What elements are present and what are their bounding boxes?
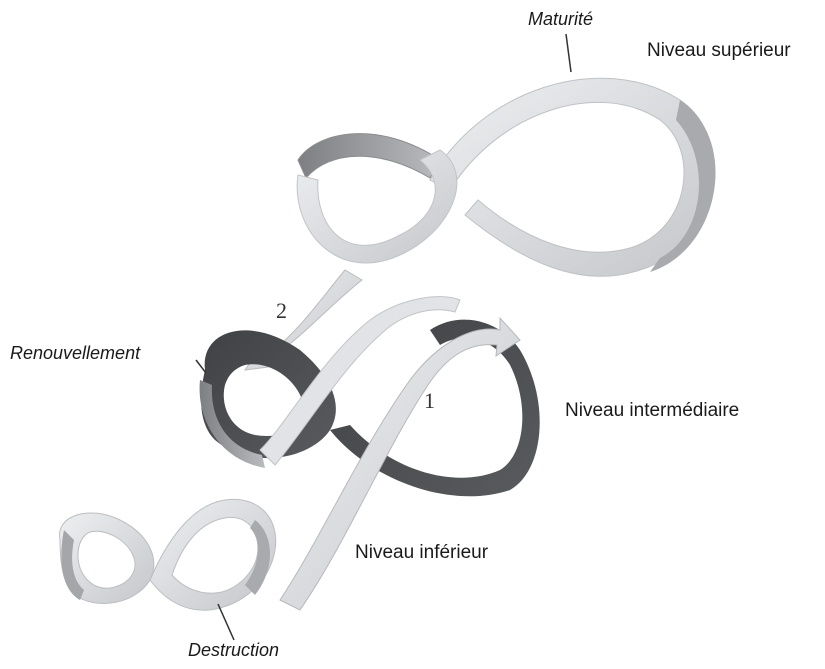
- leader-renewal: [196, 360, 206, 373]
- top-loop-right-band: [430, 78, 712, 276]
- top-loop-left-back: [298, 134, 440, 178]
- label-step-1: 1: [424, 388, 435, 414]
- label-top-level: Niveau supérieur: [647, 40, 791, 62]
- label-middle-level: Niveau intermédiaire: [565, 400, 739, 422]
- label-bottom-level: Niveau inférieur: [355, 542, 488, 564]
- leader-maturity: [566, 34, 571, 72]
- label-renewal: Renouvellement: [10, 343, 140, 364]
- label-maturity: Maturité: [528, 9, 593, 30]
- label-destruction: Destruction: [188, 640, 279, 661]
- top-loop-crossing-band: [297, 150, 457, 263]
- bottom-level-loop: [60, 499, 276, 610]
- bottom-loop-right-band: [150, 499, 276, 610]
- leader-destruction: [218, 604, 234, 640]
- label-step-2: 2: [276, 298, 287, 324]
